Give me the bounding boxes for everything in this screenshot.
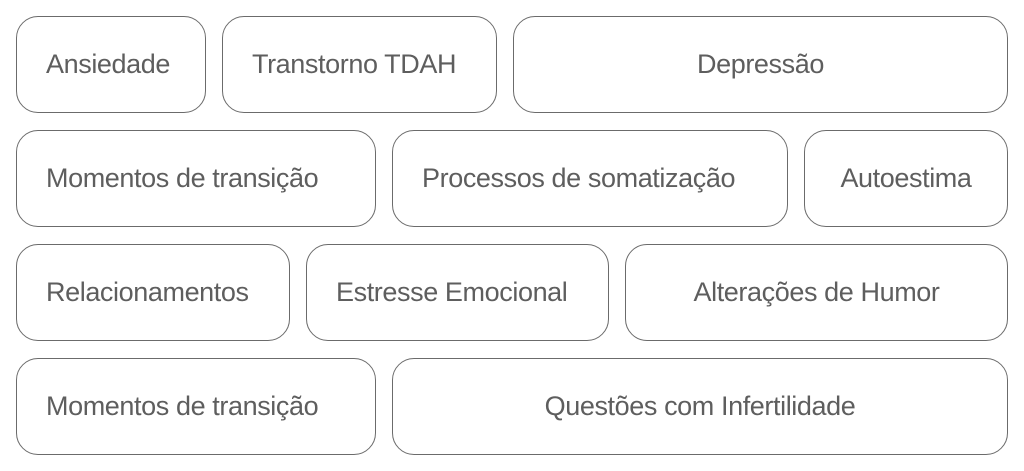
tag-label: Transtorno TDAH	[252, 49, 457, 79]
tag-autoestima[interactable]: Autoestima	[804, 130, 1008, 227]
tag-label: Relacionamentos	[46, 277, 249, 307]
tag-label: Depressão	[697, 49, 824, 79]
tag-momentos-de-transicao[interactable]: Momentos de transição	[16, 358, 376, 455]
tag-label: Momentos de transição	[46, 391, 319, 421]
tag-processos-de-somatizacao[interactable]: Processos de somatização	[392, 130, 788, 227]
tag-ansiedade[interactable]: Ansiedade	[16, 16, 206, 113]
tag-alteracoes-de-humor[interactable]: Alterações de Humor	[625, 244, 1008, 341]
tag-label: Questões com Infertilidade	[544, 391, 856, 421]
tag-depressao[interactable]: Depressão	[513, 16, 1008, 113]
tag-estresse-emocional[interactable]: Estresse Emocional	[306, 244, 609, 341]
tag-label: Autoestima	[840, 163, 972, 193]
tag-questoes-com-infertilidade[interactable]: Questões com Infertilidade	[392, 358, 1008, 455]
tag-label: Alterações de Humor	[693, 277, 940, 307]
tag-row-3: Relacionamentos Estresse Emocional Alter…	[16, 244, 1008, 341]
tag-label: Processos de somatização	[422, 163, 736, 193]
tag-label: Ansiedade	[46, 49, 171, 79]
tag-relacionamentos[interactable]: Relacionamentos	[16, 244, 290, 341]
tag-momentos-de-transicao[interactable]: Momentos de transição	[16, 130, 376, 227]
tag-label: Momentos de transição	[46, 163, 319, 193]
tag-row-2: Momentos de transição Processos de somat…	[16, 130, 1008, 227]
tag-transtorno-tdah[interactable]: Transtorno TDAH	[222, 16, 497, 113]
tag-label: Estresse Emocional	[336, 277, 568, 307]
tag-row-1: Ansiedade Transtorno TDAH Depressão	[16, 16, 1008, 113]
tag-row-4: Momentos de transição Questões com Infer…	[16, 358, 1008, 455]
